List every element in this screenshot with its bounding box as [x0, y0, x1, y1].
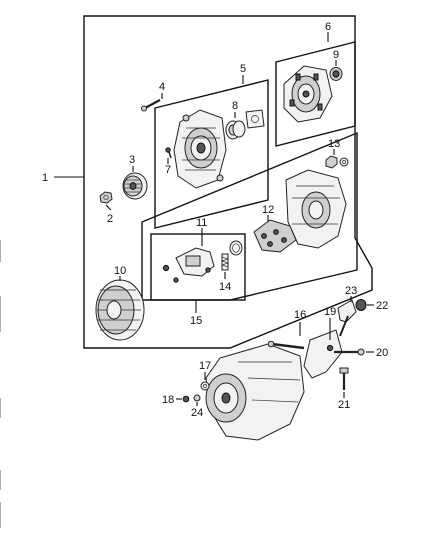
callout-7: 7 [165, 164, 171, 176]
callout-9: 9 [333, 49, 339, 61]
spring-icon [220, 253, 230, 271]
strap-icon [337, 299, 357, 337]
bracket-icon [303, 329, 343, 379]
alternator-icon [205, 343, 305, 441]
callout-24: 24 [191, 407, 203, 419]
washer-icon [200, 381, 210, 391]
lower-bolt-icon [339, 367, 349, 390]
callout-5: 5 [240, 63, 246, 75]
callout-15: 15 [190, 315, 202, 327]
cap-icon [355, 299, 367, 311]
callout-23: 23 [345, 285, 357, 297]
terminal-nut-small-icon [193, 394, 201, 402]
callout-18: 18 [162, 394, 174, 406]
hex-nut-icon [99, 191, 113, 204]
bearing-icon [225, 109, 265, 140]
pulley-icon [122, 172, 148, 200]
callout-1: 1 [42, 172, 48, 184]
callout-21: 21 [338, 399, 350, 411]
callout-8: 8 [232, 100, 238, 112]
callout-11: 11 [196, 217, 207, 229]
callout-6: 6 [325, 21, 331, 33]
brush-holder-frame [150, 233, 246, 301]
bracket-bolt-icon [334, 348, 365, 356]
callout-3: 3 [129, 154, 135, 166]
rotor-icon [95, 279, 145, 341]
front-housing-icon [173, 109, 227, 189]
rear-bearing-icon [329, 67, 343, 81]
callout-2: 2 [107, 213, 113, 225]
bolt-icon [141, 98, 161, 112]
front-housing-frame [154, 79, 269, 229]
callout-4: 4 [159, 81, 165, 93]
screw-icon [165, 147, 172, 159]
callout-12: 12 [262, 204, 274, 216]
long-bolt-icon [267, 340, 305, 350]
terminal-nut-icon [325, 155, 349, 169]
rear-housing-frame [275, 41, 356, 147]
callout-10: 10 [114, 265, 126, 277]
callout-17: 17 [199, 360, 211, 372]
regulator-icon [162, 240, 243, 283]
callout-13: 13 [328, 138, 340, 150]
small-nut-icon [182, 395, 190, 403]
rectifier-housing-icon [285, 169, 347, 249]
callout-14: 14 [219, 281, 231, 293]
callout-19: 19 [324, 306, 336, 318]
rectifier-icon [253, 219, 297, 253]
callout-22: 22 [376, 300, 388, 312]
callout-16: 16 [294, 309, 306, 321]
callout-20: 20 [376, 347, 388, 359]
rectifier-regulator-frame [141, 131, 358, 301]
rear-housing-icon [283, 65, 333, 123]
